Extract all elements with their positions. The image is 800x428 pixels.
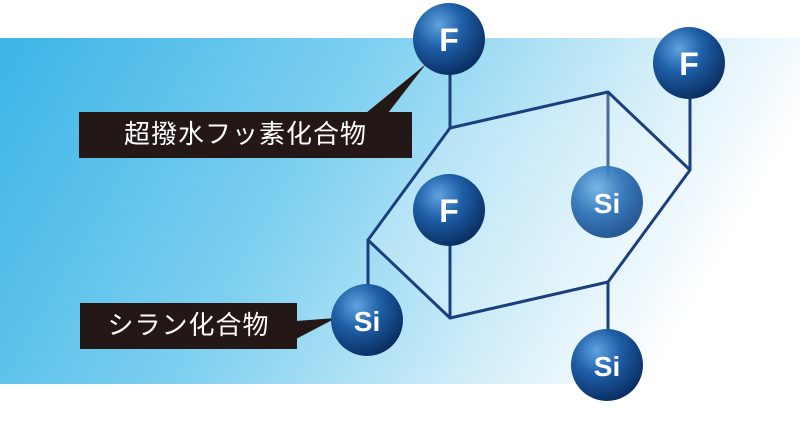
svg-text:F: F bbox=[439, 193, 459, 229]
label-silane-text: シラン化合物 bbox=[107, 311, 270, 341]
svg-text:Si: Si bbox=[354, 306, 380, 337]
atom-si-inner: Si bbox=[571, 166, 643, 238]
atom-f-top: F bbox=[413, 3, 485, 75]
svg-text:Si: Si bbox=[594, 351, 620, 382]
label-silane-compound: シラン化合物 bbox=[80, 303, 297, 349]
atom-f-right: F bbox=[653, 27, 725, 99]
svg-text:F: F bbox=[439, 22, 459, 58]
atom-f-inner: F bbox=[413, 174, 485, 246]
atom-si-left: Si bbox=[331, 284, 403, 356]
svg-text:Si: Si bbox=[594, 188, 620, 219]
label-superhydrophobic-compound: 超撥水フッ素化合物 bbox=[79, 112, 412, 158]
label-pointer-top bbox=[366, 64, 426, 113]
atom-si-bottom: Si bbox=[571, 329, 643, 401]
svg-text:F: F bbox=[679, 46, 699, 82]
label-pointer-bottom bbox=[296, 318, 336, 339]
label-superhydrophobic-text: 超撥水フッ素化合物 bbox=[123, 120, 367, 150]
